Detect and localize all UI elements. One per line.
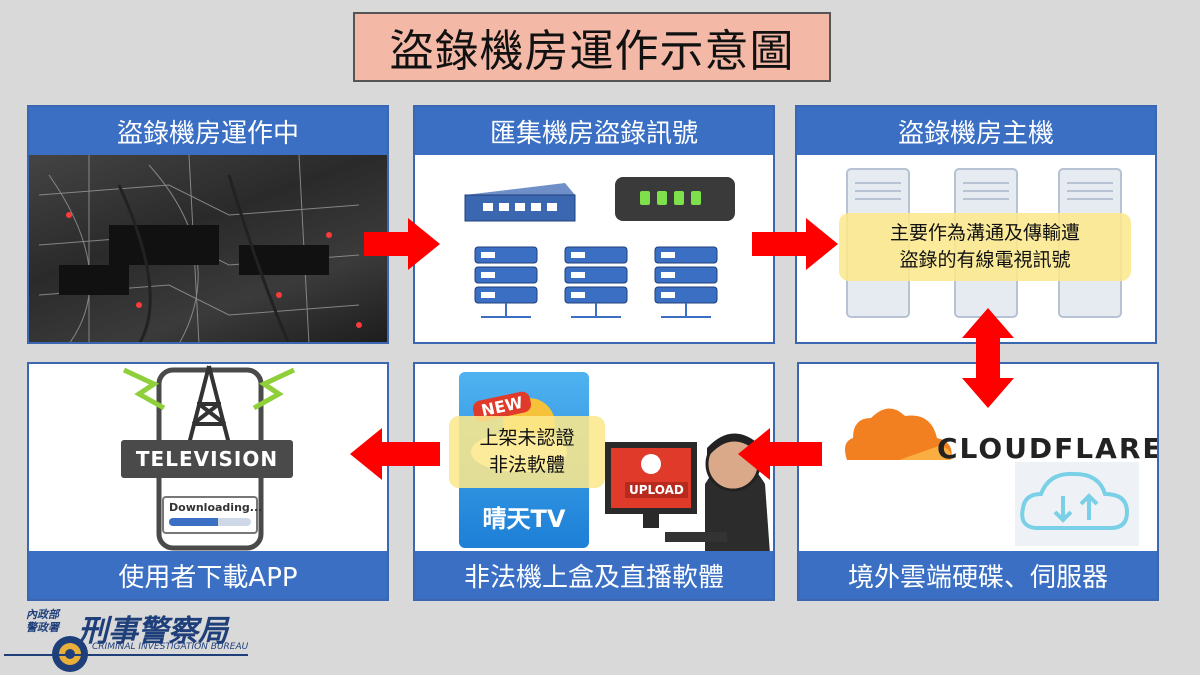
download-text: Downloading...	[169, 501, 263, 514]
logo-english-name: CRIMINAL INVESTIGATION BUREAU	[92, 642, 249, 652]
logo-ministry: 內政部 警政署	[26, 608, 59, 634]
panel-title: 匯集機房盜錄訊號	[415, 107, 773, 155]
progress-bar	[169, 518, 251, 526]
server-stack-icons	[474, 246, 718, 304]
arrow-left-icon	[738, 428, 822, 480]
panel-cloud-servers: CLOUDFLARE 境外雲端硬碟、伺服器	[797, 362, 1159, 601]
server-rack-illustration	[38, 154, 362, 342]
skull-icon	[641, 454, 661, 474]
download-progress: Downloading...	[162, 496, 263, 534]
arrow-right-icon	[752, 218, 838, 270]
panel-signal-aggregation: 匯集機房盜錄訊號	[413, 105, 775, 344]
note-line: 非法軟體	[488, 454, 565, 476]
panel-illegal-app: NEW 晴天TV UPLOAD 上架未認證 非法軟體 非法機上盒及直播軟體	[413, 362, 775, 601]
keyboard-icon	[665, 532, 727, 542]
panel-title: 境外雲端硬碟、伺服器	[799, 551, 1157, 599]
broadcast-tower-icon	[187, 365, 231, 445]
panel-title: 使用者下載APP	[29, 551, 387, 599]
note-line: 上架未認證	[479, 427, 575, 449]
network-switch-icon	[464, 183, 576, 222]
hacker-illustration	[605, 433, 770, 554]
panel-user-download: TELEVISION Downloading... 使用者下載APP	[27, 362, 389, 601]
page-title: 盜錄機房運作示意圖	[353, 12, 831, 82]
server-room-photo	[29, 154, 387, 342]
cloudflare-brand: CLOUDFLARE	[937, 432, 1159, 465]
note-line: 主要作為溝通及傳輸遭	[889, 222, 1080, 244]
arrow-right-icon	[364, 218, 440, 270]
arrow-left-icon	[350, 428, 440, 480]
cloud-sync-icon	[1015, 462, 1139, 546]
signal-waves-icon	[122, 367, 296, 411]
note-line: 盜錄的有線電視訊號	[899, 249, 1071, 271]
upload-label: UPLOAD	[625, 482, 688, 498]
panel-title: 盜錄機房運作中	[29, 107, 387, 155]
panel-title: 非法機上盒及直播軟體	[415, 551, 773, 599]
logo-underline	[4, 654, 248, 656]
host-description-note: 主要作為溝通及傳輸遭 盜錄的有線電視訊號	[839, 213, 1131, 281]
app-name: 晴天TV	[482, 505, 566, 533]
cloudflare-logo-icon	[845, 408, 952, 460]
illegal-app-note: 上架未認證 非法軟體	[449, 416, 605, 488]
cib-logo: 內政部 警政署 刑事警察局 CRIMINAL INVESTIGATION BUR…	[0, 604, 260, 675]
panel-piracy-room: 盜錄機房運作中	[27, 105, 389, 344]
network-equipment-illustration	[464, 177, 735, 318]
logo-bureau-name: 刑事警察局	[78, 614, 228, 649]
arrow-bidirectional-icon	[962, 308, 1014, 408]
modem-icon	[615, 177, 735, 221]
television-label: TELEVISION	[121, 440, 293, 478]
panel-title: 盜錄機房主機	[797, 107, 1155, 155]
